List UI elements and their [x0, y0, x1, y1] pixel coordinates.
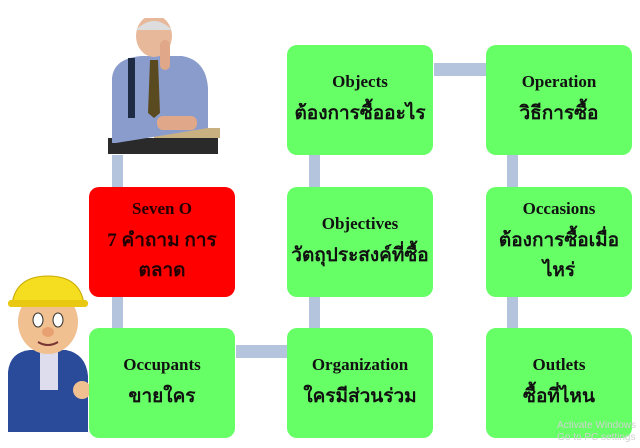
- box-subtitle: ต้องการซื้อเมื่อไหร่: [498, 230, 620, 281]
- professor-photo: [108, 18, 220, 154]
- box-subtitle: วิธีการซื้อ: [519, 103, 599, 124]
- box-subtitle: ซื้อที่ไหน: [523, 386, 595, 407]
- connector: [309, 297, 320, 328]
- box-occupants: Occupants ขายใคร: [89, 328, 235, 438]
- box-operation: Operation วิธีการซื้อ: [486, 45, 632, 155]
- connector: [112, 155, 123, 187]
- construction-worker-cartoon: [8, 275, 91, 432]
- box-organization: Organization ใครมีส่วนร่วม: [287, 328, 433, 438]
- box-title: Outlets: [532, 355, 586, 374]
- connector: [507, 297, 518, 328]
- box-title: Organization: [311, 355, 409, 374]
- box-subtitle: วัตถุประสงค์ที่ซื้อ: [291, 245, 429, 266]
- box-objectives: Objectives วัตถุประสงค์ที่ซื้อ: [287, 187, 433, 297]
- box-title: Seven O: [132, 199, 192, 218]
- box-occasions: Occasions ต้องการซื้อเมื่อไหร่: [486, 187, 632, 297]
- watermark-line2: Go to PC settings: [557, 432, 636, 443]
- box-title: Occasions: [522, 199, 596, 218]
- box-title: Objects: [332, 72, 388, 91]
- box-title: Objectives: [321, 214, 399, 233]
- box-subtitle: ขายใคร: [128, 386, 196, 407]
- box-outlets: Outlets ซื้อที่ไหน: [486, 328, 632, 438]
- box-subtitle: 7 คำถาม การตลาด: [107, 230, 217, 281]
- box-seven-o: Seven O 7 คำถาม การตลาด: [89, 187, 235, 297]
- watermark-line1: Activate Windows: [557, 420, 636, 431]
- box-title: Operation: [521, 72, 597, 91]
- connector: [434, 63, 486, 76]
- connector: [507, 155, 518, 187]
- box-objects: Objects ต้องการซื้ออะไร: [287, 45, 433, 155]
- activation-watermark: Activate Windows Go to PC settings: [557, 420, 636, 444]
- box-subtitle: ต้องการซื้ออะไร: [294, 103, 426, 124]
- box-title: Occupants: [123, 355, 201, 374]
- connector: [309, 155, 320, 187]
- connector: [236, 345, 287, 358]
- connector: [112, 297, 123, 328]
- box-subtitle: ใครมีส่วนร่วม: [303, 386, 417, 407]
